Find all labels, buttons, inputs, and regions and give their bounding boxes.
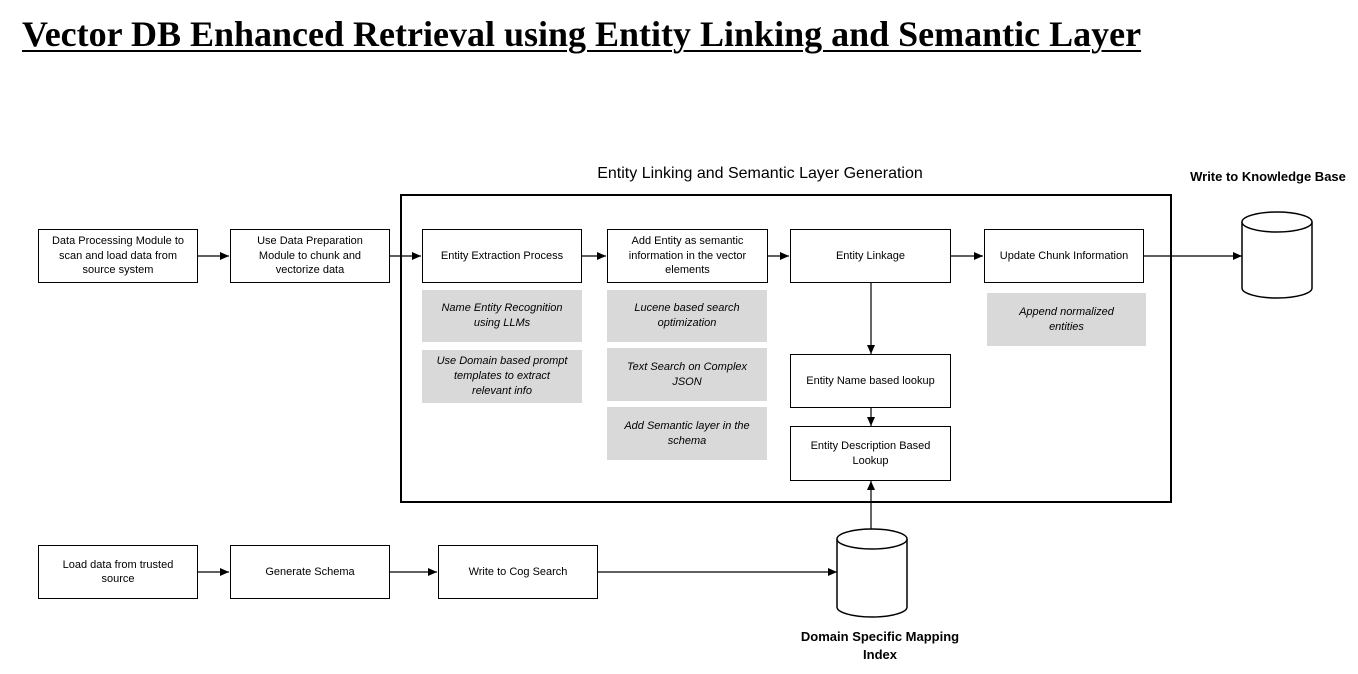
entity-description-lookup-box: Entity Description Based Lookup: [790, 426, 951, 481]
mapping-index-database-icon: [836, 528, 908, 618]
write-cog-search-box: Write to Cog Search: [438, 545, 598, 599]
entity-extraction-box: Entity Extraction Process: [422, 229, 582, 283]
entity-name-lookup-box: Entity Name based lookup: [790, 354, 951, 408]
add-entity-box: Add Entity as semantic information in th…: [607, 229, 768, 283]
group-frame: [400, 194, 1172, 503]
generate-schema-box: Generate Schema: [230, 545, 390, 599]
data-processing-box: Data Processing Module to scan and load …: [38, 229, 198, 283]
mapping-index-caption: Domain Specific Mapping Index: [800, 629, 960, 662]
note-domain-prompts: Use Domain based prompt templates to ext…: [422, 350, 582, 403]
load-trusted-box: Load data from trusted source: [38, 545, 198, 599]
entity-linkage-box: Entity Linkage: [790, 229, 951, 283]
update-chunk-box: Update Chunk Information: [984, 229, 1144, 283]
group-label: Entity Linking and Semantic Layer Genera…: [597, 165, 923, 182]
note-text-search: Text Search on Complex JSON: [607, 348, 767, 401]
diagram-title: Vector DB Enhanced Retrieval using Entit…: [22, 14, 1142, 54]
note-lucene: Lucene based search optimization: [607, 290, 767, 342]
note-semantic-layer: Add Semantic layer in the schema: [607, 407, 767, 460]
data-preparation-box: Use Data Preparation Module to chunk and…: [230, 229, 390, 283]
note-ner: Name Entity Recognition using LLMs: [422, 290, 582, 342]
note-append-entities: Append normalized entities: [987, 293, 1146, 346]
knowledge-base-caption: Write to Knowledge Base: [1190, 169, 1346, 184]
knowledge-base-database-icon: [1241, 211, 1313, 299]
